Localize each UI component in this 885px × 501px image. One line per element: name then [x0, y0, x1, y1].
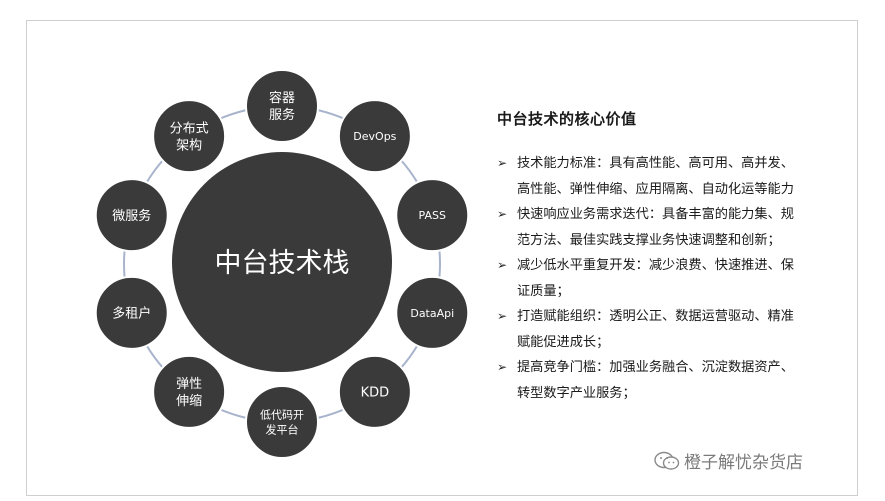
- stack-node-circle: [395, 275, 470, 350]
- value-bullet-line: 高性能、弹性伸缩、应用隔离、自动化运等能力: [517, 181, 794, 197]
- stack-node-label: DataApi: [410, 307, 454, 320]
- center-circle: [172, 152, 392, 372]
- panel-title: 中台技术的核心价值: [497, 110, 637, 128]
- value-bullet-line: 快速响应业务需求迭代：具备丰富的能力集、规: [517, 207, 794, 222]
- value-bullet-line: 提高竞争门槛：加强业务融合、沉淀数据资产、: [517, 360, 794, 375]
- stack-node: 多租户: [94, 275, 169, 350]
- value-bullet: ➢ 技术能力标准：具有高性能、高可用、高并发、高性能、弹性伸缩、应用隔离、自动化运…: [497, 151, 837, 202]
- stack-node: KDD: [337, 354, 412, 429]
- value-bullet-line: 赋能促进成长；: [517, 334, 610, 350]
- stack-node-circle: [152, 99, 227, 174]
- stack-node-circle: [94, 275, 169, 350]
- stack-node-circle: [395, 178, 470, 253]
- center-label: 中台技术栈: [215, 248, 350, 279]
- stack-node-label: 架构: [176, 138, 202, 153]
- arrow-bullet-icon: ➢: [497, 207, 508, 221]
- stack-node-circle: [245, 69, 319, 143]
- wechat-icon: [654, 451, 680, 470]
- stack-node: DataApi: [395, 275, 470, 350]
- stack-node-label: 低代码开: [260, 408, 304, 421]
- stack-node: PASS: [395, 178, 470, 253]
- value-bullet-line: 减少低水平重复开发：减少浪费、快速推进、保: [517, 258, 794, 273]
- watermark-text: 橙子解忧杂货店: [684, 453, 803, 473]
- value-bullet: ➢ 提高竞争门槛：加强业务融合、沉淀数据资产、转型数字产业服务；: [497, 355, 837, 406]
- stack-node-circle: [152, 354, 227, 429]
- value-bullet-line: 转型数字产业服务；: [517, 385, 636, 401]
- stack-node-circle: [337, 99, 412, 174]
- value-list: ➢ 技术能力标准：具有高性能、高可用、高并发、高性能、弹性伸缩、应用隔离、自动化运…: [497, 151, 837, 406]
- value-bullet-line: 打造赋能组织：透明公正、数据运营驱动、精准: [517, 309, 794, 324]
- value-bullet: ➢ 打造赋能组织：透明公正、数据运营驱动、精准赋能促进成长；: [497, 304, 837, 355]
- arrow-bullet-icon: ➢: [497, 156, 508, 170]
- value-bullet-line: 证质量；: [517, 283, 570, 299]
- stack-node-label: 发平台: [266, 422, 299, 436]
- stack-node-label: 服务: [269, 107, 295, 123]
- stack-node-label: DevOps: [353, 130, 396, 143]
- stack-node-label: 多租户: [112, 306, 151, 322]
- value-bullet: ➢ 快速响应业务需求迭代：具备丰富的能力集、规范方法、最佳实践支撑业务快速调整和创…: [497, 202, 837, 253]
- value-bullet: ➢ 减少低水平重复开发：减少浪费、快速推进、保证质量；: [497, 253, 837, 304]
- stack-node-label: 分布式: [170, 121, 209, 136]
- stack-node-label: 弹性: [176, 377, 202, 392]
- value-bullet-line: 范方法、最佳实践支撑业务快速调整和创新；: [517, 232, 781, 248]
- stack-node-circle: [245, 385, 319, 459]
- value-bullet-line: 技术能力标准：具有高性能、高可用、高并发、: [517, 156, 794, 171]
- stack-node: 弹性伸缩: [152, 354, 227, 429]
- stack-node-label: 容器: [269, 90, 295, 106]
- stack-node-circle: [337, 354, 412, 429]
- stack-node-label: PASS: [419, 209, 446, 222]
- stack-node: 微服务: [94, 178, 169, 253]
- stack-node-label: 微服务: [112, 208, 151, 224]
- arrow-bullet-icon: ➢: [497, 309, 508, 323]
- value-panel: 中台技术的核心价值 ➢ 技术能力标准：具有高性能、高可用、高并发、高性能、弹性伸缩…: [497, 108, 837, 406]
- arrow-bullet-icon: ➢: [497, 258, 508, 272]
- watermark: 橙子解忧杂货店: [654, 448, 803, 473]
- stack-node-label: 伸缩: [176, 393, 202, 409]
- stack-node-label: KDD: [361, 386, 390, 401]
- arrow-bullet-icon: ➢: [497, 360, 508, 374]
- stack-node-circle: [94, 178, 169, 253]
- stack-node: DevOps: [337, 99, 412, 174]
